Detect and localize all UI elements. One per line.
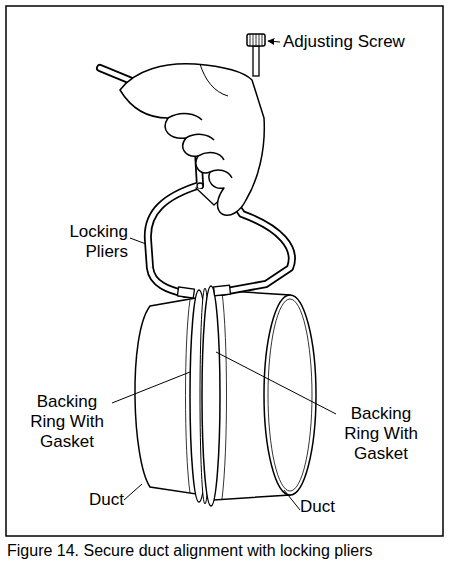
backing-rings: [190, 286, 220, 506]
figure-frame: [6, 6, 443, 536]
left-duct: [135, 298, 196, 494]
part-label: Backing Ring With Gasket: [22, 392, 112, 452]
part-label: Backing Ring With Gasket: [336, 404, 426, 464]
part-label: Duct: [84, 490, 124, 510]
figure-caption: Figure 14. Secure duct alignment with lo…: [7, 541, 373, 561]
part-label: Locking Pliers: [30, 222, 128, 262]
right-duct: [214, 290, 316, 500]
hand: [120, 64, 264, 216]
leader-lines: [112, 41, 336, 510]
part-label: Adjusting Screw: [283, 32, 433, 52]
part-label: Duct: [300, 497, 340, 517]
duct-seam: [186, 292, 227, 499]
adjusting-screw: [247, 34, 265, 76]
